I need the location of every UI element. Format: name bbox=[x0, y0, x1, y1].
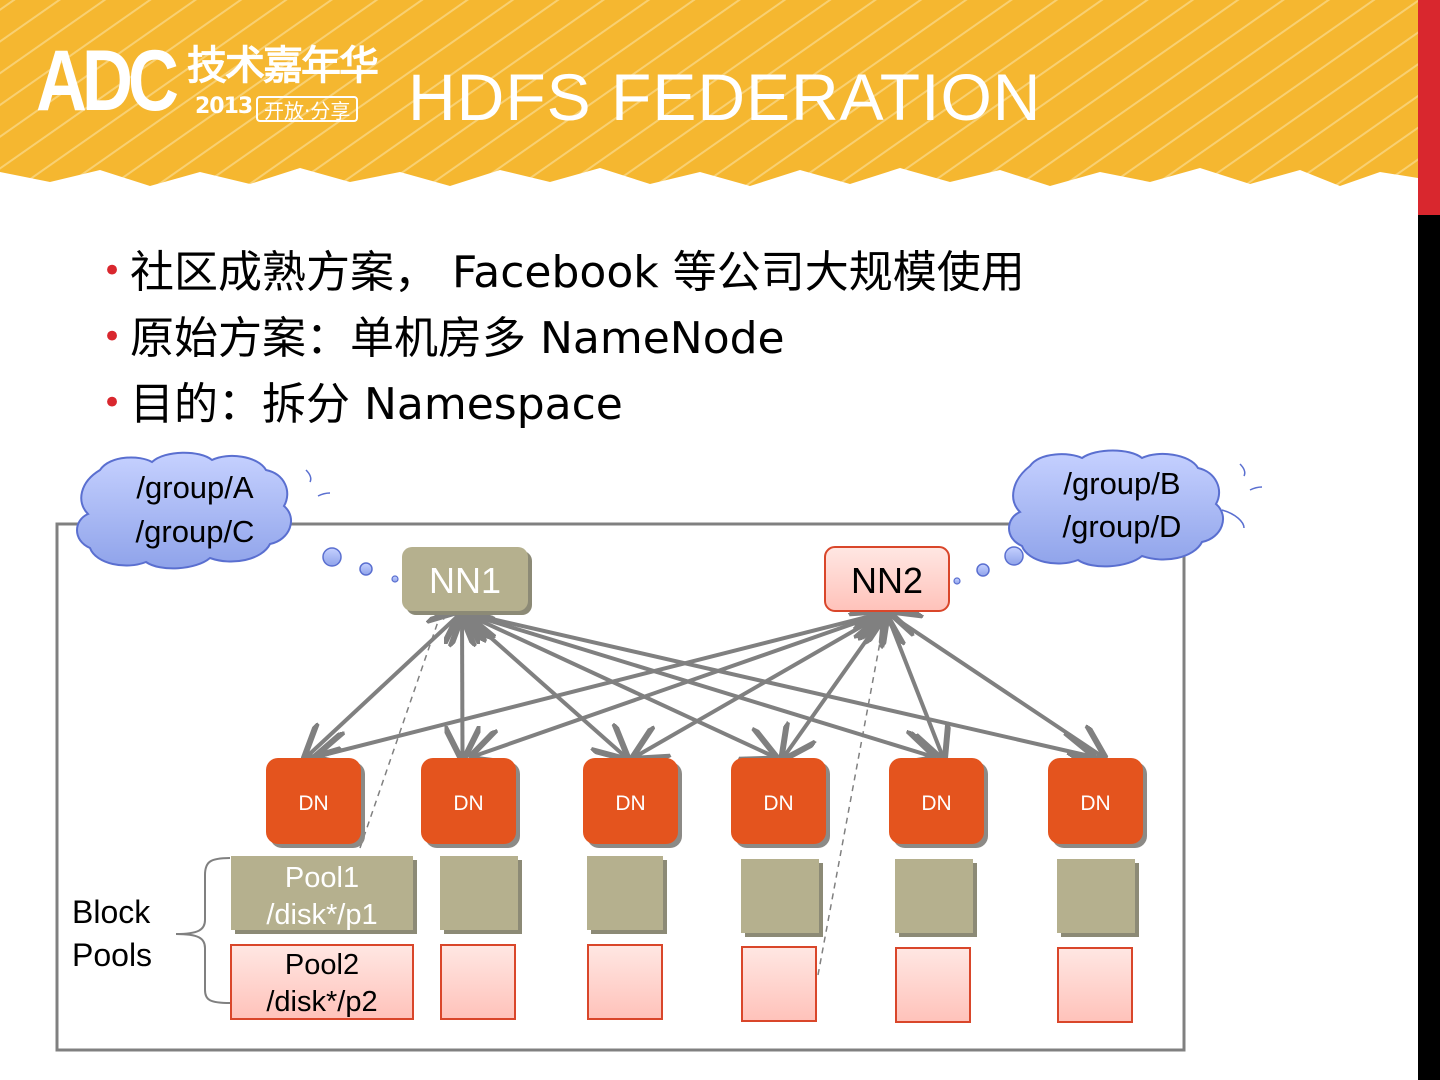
cloud-left: /group/A /group/C bbox=[76, 451, 331, 570]
datanode-label: DN bbox=[921, 792, 951, 815]
datanode-label: DN bbox=[1080, 792, 1110, 815]
pool2-line2: /disk*/p2 bbox=[266, 986, 377, 1018]
datanode-6: DN bbox=[1048, 758, 1147, 848]
pool1-to-nn1-dashed bbox=[359, 610, 442, 849]
bullet-item: •原始方案：单机房多 NameNode bbox=[100, 306, 1025, 372]
heartbeat-arrow bbox=[785, 614, 886, 756]
heartbeat-arrow bbox=[889, 614, 1102, 756]
datanode-label: DN bbox=[453, 792, 483, 815]
heartbeat-arrow bbox=[308, 614, 461, 756]
namenode-nn2: NN2 bbox=[824, 546, 950, 612]
bullet-text: 原始方案：单机房多 NameNode bbox=[130, 313, 785, 364]
pool2-row: Pool2 /disk*/p2 bbox=[230, 944, 1133, 1023]
datanode-label: DN bbox=[298, 792, 328, 815]
bullet-dot-icon: • bbox=[102, 251, 123, 291]
datanode-1: DN bbox=[266, 758, 365, 848]
thought-bubble-left bbox=[359, 562, 373, 576]
cloud-right: /group/B /group/D bbox=[1008, 449, 1263, 568]
logo-year: 2013 bbox=[195, 94, 253, 119]
cloud-left-line2: /group/C bbox=[136, 514, 255, 549]
header-banner bbox=[0, 0, 1418, 186]
bullet-text: 社区成熟方案， Facebook 等公司大规模使用 bbox=[130, 247, 1025, 298]
datanode-group: DN DN DN DN DN DN bbox=[266, 758, 1147, 848]
pool1-row: Pool1 /disk*/p1 bbox=[231, 856, 1139, 937]
right-edge-bar bbox=[1418, 0, 1440, 1080]
nn2-label: NN2 bbox=[851, 560, 923, 601]
block-pools-brace bbox=[175, 857, 231, 1004]
datanode-label: DN bbox=[763, 792, 793, 815]
heartbeat-arrow bbox=[887, 614, 943, 756]
bullet-item: •目的：拆分 Namespace bbox=[100, 372, 1025, 438]
block-pools-line1: Block bbox=[72, 894, 151, 930]
thought-bubble-right bbox=[1004, 546, 1024, 566]
thought-bubble-right bbox=[953, 577, 961, 585]
cluster-frame bbox=[55, 522, 1186, 1052]
namenode-nn1: NN1 bbox=[402, 547, 532, 615]
cloud-left-line1: /group/A bbox=[136, 470, 254, 505]
bullet-text: 目的：拆分 Namespace bbox=[130, 379, 623, 430]
block-pools-line2: Pools bbox=[72, 937, 152, 973]
pool1-line2: /disk*/p1 bbox=[266, 899, 377, 931]
pool1-line1: Pool1 bbox=[285, 862, 359, 894]
logo-chinese-title: 技术嘉年华 bbox=[187, 43, 379, 89]
pool2-to-nn2-dashed bbox=[817, 610, 886, 976]
thought-bubble-left bbox=[391, 575, 399, 583]
heartbeat-arrow bbox=[466, 614, 773, 756]
bullet-dot-icon: • bbox=[102, 383, 123, 423]
logo-adc: ADC bbox=[36, 33, 179, 129]
thought-bubble-right bbox=[976, 563, 990, 577]
heartbeat-arrow bbox=[462, 614, 463, 756]
bullet-dot-icon: • bbox=[102, 317, 123, 357]
pool2-line1: Pool2 bbox=[285, 949, 359, 981]
datanode-2: DN bbox=[421, 758, 520, 848]
datanode-label: DN bbox=[615, 792, 645, 815]
datanode-3: DN bbox=[583, 758, 682, 848]
bullet-item: •社区成熟方案， Facebook 等公司大规模使用 bbox=[100, 240, 1025, 306]
datanode-5: DN bbox=[889, 758, 988, 848]
slide-title: HDFS FEDERATION bbox=[408, 60, 1042, 134]
nn1-label: NN1 bbox=[429, 560, 501, 601]
logo-tagline: 开放·分享 bbox=[256, 96, 359, 123]
bullet-list: •社区成熟方案， Facebook 等公司大规模使用 •原始方案：单机房多 Na… bbox=[100, 240, 1025, 438]
arrow-group bbox=[308, 614, 1102, 756]
cloud-right-line2: /group/D bbox=[1063, 509, 1182, 544]
datanode-4: DN bbox=[731, 758, 830, 848]
cloud-right-line1: /group/B bbox=[1063, 466, 1180, 501]
thought-bubble-left bbox=[322, 547, 342, 567]
